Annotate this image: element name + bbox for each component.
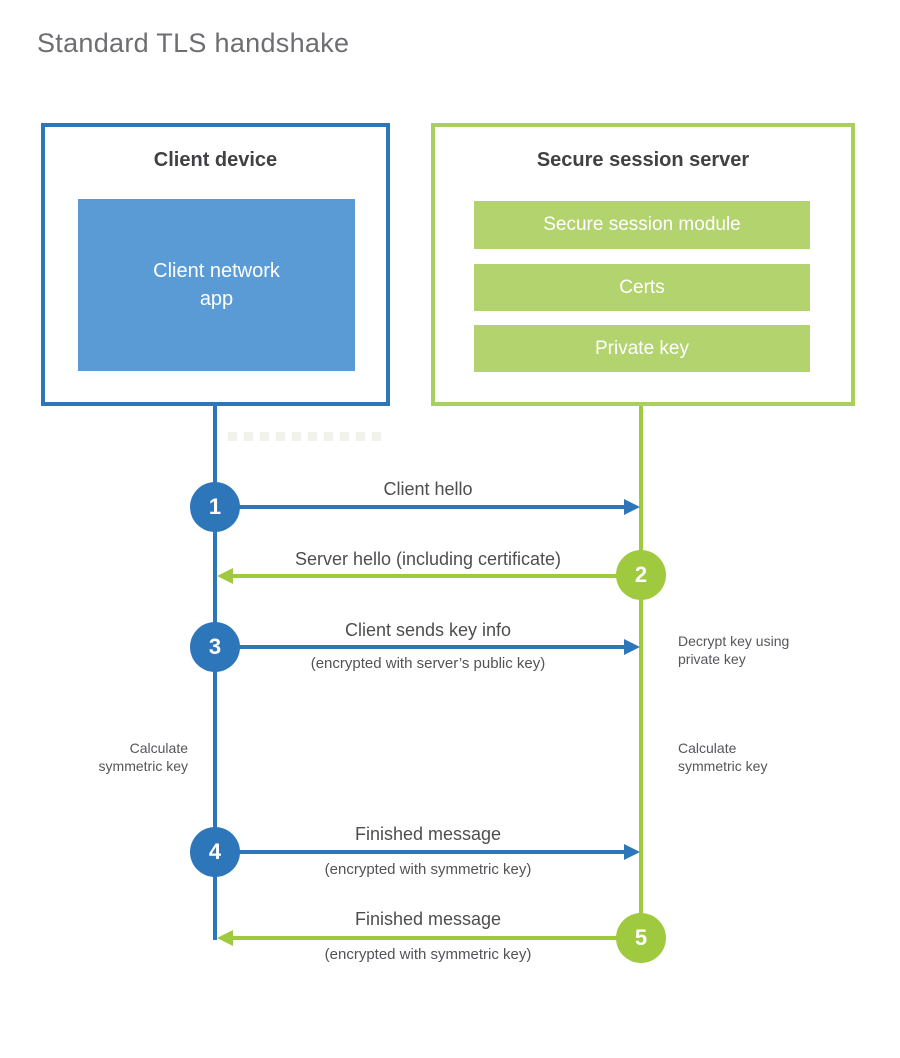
- client-device-title: Client device: [153, 149, 278, 171]
- step-1-circle: 1: [190, 482, 240, 532]
- certs-bar: Certs: [474, 264, 810, 311]
- msg-2-arrowhead-left-icon: [217, 568, 233, 584]
- private-key-bar: Private key: [474, 325, 810, 372]
- msg-5-sublabel: (encrypted with symmetric key): [324, 946, 532, 963]
- msg-5-label: Finished message: [354, 909, 502, 929]
- msg-1-arrow-shaft: [215, 505, 624, 509]
- msg-4-label: Finished message: [354, 824, 502, 844]
- calculate-symmetric-key-note-left: Calculate symmetric key: [98, 740, 188, 774]
- server-lifeline: [639, 406, 643, 938]
- client-lifeline: [213, 406, 217, 940]
- msg-3-arrowhead-right-icon: [624, 639, 640, 655]
- step-4-circle: 4: [190, 827, 240, 877]
- msg-5-arrowhead-left-icon: [217, 930, 233, 946]
- faint-dashed-line: [228, 432, 388, 441]
- step-2-circle: 2: [616, 550, 666, 600]
- msg-2-arrow-shaft: [233, 574, 641, 578]
- msg-1-arrowhead-right-icon: [624, 499, 640, 515]
- client-network-app-box: Client network app: [78, 199, 355, 371]
- msg-4-arrowhead-right-icon: [624, 844, 640, 860]
- calculate-symmetric-key-note-right: Calculate symmetric key: [678, 740, 768, 774]
- decrypt-key-note: Decrypt key using private key: [678, 633, 790, 667]
- msg-2-label: Server hello (including certificate): [294, 549, 562, 569]
- msg-3-sublabel: (encrypted with server’s public key): [310, 655, 546, 672]
- msg-4-arrow-shaft: [215, 850, 624, 854]
- secure-session-module-bar: Secure session module: [474, 201, 810, 249]
- msg-3-label: Client sends key info: [344, 620, 512, 640]
- step-5-circle: 5: [616, 913, 666, 963]
- msg-1-label: Client hello: [383, 479, 473, 499]
- msg-5-arrow-shaft: [233, 936, 641, 940]
- msg-4-sublabel: (encrypted with symmetric key): [324, 861, 532, 878]
- msg-3-arrow-shaft: [215, 645, 624, 649]
- secure-session-server-title: Secure session server: [536, 149, 750, 171]
- step-3-circle: 3: [190, 622, 240, 672]
- page-title: Standard TLS handshake: [37, 28, 350, 58]
